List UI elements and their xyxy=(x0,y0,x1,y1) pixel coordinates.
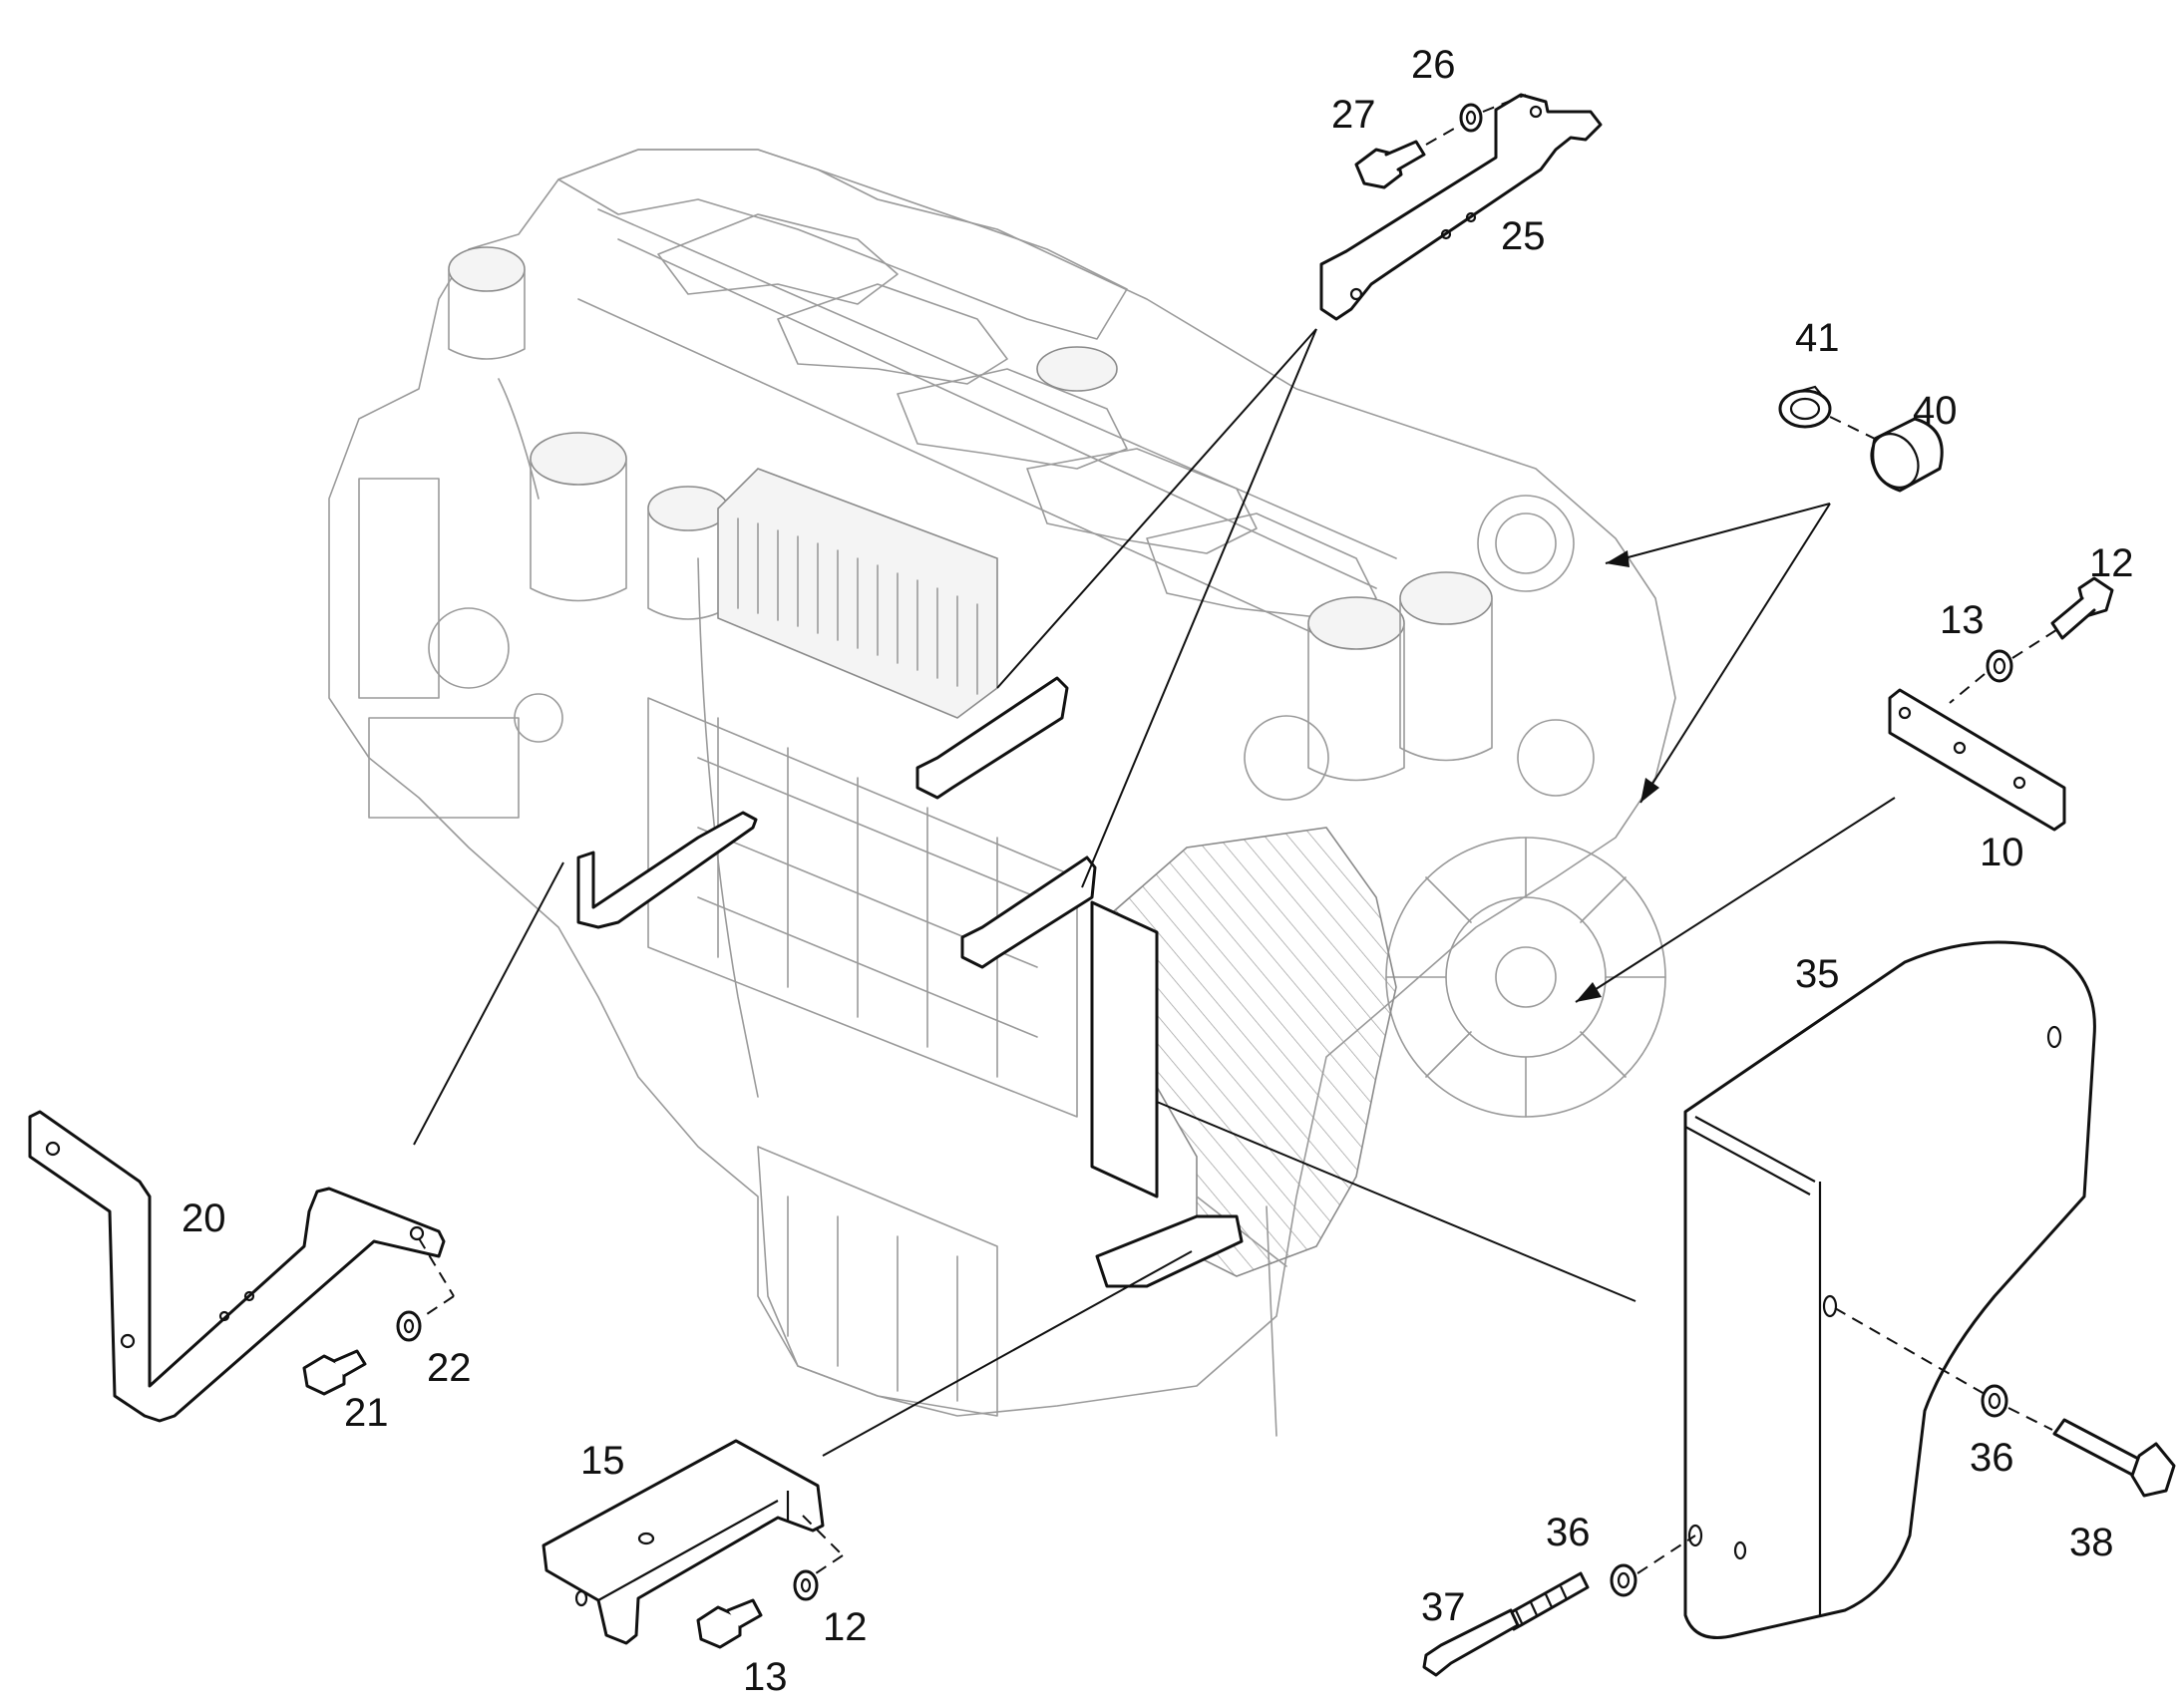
shield-35-installed xyxy=(1090,900,1159,1198)
assembly-axis xyxy=(2011,627,2060,659)
washer-13-right xyxy=(1986,649,2013,683)
bracket-15-installed xyxy=(1095,1214,1244,1288)
callout-13-bottom: 13 xyxy=(743,1655,788,1699)
callout-12-right: 12 xyxy=(2089,541,2134,585)
bracket-25 xyxy=(1319,93,1603,321)
callout-21: 21 xyxy=(344,1391,389,1435)
callout-26: 26 xyxy=(1411,43,1456,87)
arrow-head xyxy=(1640,778,1659,803)
leader-lines xyxy=(413,328,1896,1457)
callout-38: 38 xyxy=(2069,1521,2114,1564)
washer-36-right xyxy=(1981,1384,2008,1418)
bolt-13-bottom xyxy=(696,1598,763,1649)
assembly-axis xyxy=(1829,416,1876,440)
callout-35: 35 xyxy=(1795,952,1840,996)
assembly-axis xyxy=(1636,1535,1696,1574)
washer-12-bottom xyxy=(793,1569,819,1601)
callout-27: 27 xyxy=(1331,93,1376,137)
cap-40 xyxy=(1870,417,1944,493)
assembly-axis xyxy=(2007,1407,2053,1431)
washer-36-left xyxy=(1610,1563,1637,1597)
assembly-axis xyxy=(418,1237,455,1297)
arrow-head xyxy=(1576,982,1602,1002)
callout-12-bottom: 12 xyxy=(823,1605,868,1649)
callout-25: 25 xyxy=(1501,214,1546,258)
bracket-15 xyxy=(542,1439,825,1645)
plate-10 xyxy=(1888,688,2066,832)
bolt-38 xyxy=(2052,1418,2176,1498)
assembly-axis xyxy=(815,1554,844,1574)
callout-20: 20 xyxy=(182,1196,226,1240)
callout-15: 15 xyxy=(580,1439,625,1483)
callout-40: 40 xyxy=(1913,389,1958,433)
callout-41: 41 xyxy=(1795,316,1840,360)
bolt-37 xyxy=(1422,1571,1590,1677)
bolt-12-right xyxy=(2050,576,2114,640)
assembly-axis xyxy=(802,1515,844,1556)
ecu-fins xyxy=(737,517,978,695)
callout-labels: 26 27 25 41 40 12 13 10 35 20 22 21 15 1… xyxy=(182,43,2134,1699)
assembly-axis xyxy=(420,1295,455,1319)
callout-36-right: 36 xyxy=(1970,1436,2014,1480)
callout-37: 37 xyxy=(1421,1585,1466,1629)
assembly-axis xyxy=(1949,673,1986,704)
callout-10: 10 xyxy=(1980,831,2024,874)
assembly-axis xyxy=(1482,94,1527,113)
clamp-41 xyxy=(1778,385,1832,429)
callout-13-right: 13 xyxy=(1940,598,1985,642)
bracket-25-installed xyxy=(915,676,1097,969)
engine-block xyxy=(328,149,1676,1437)
shield-35 xyxy=(1683,940,2096,1639)
assembly-axis xyxy=(1834,1307,1986,1395)
arrow-head xyxy=(1606,550,1630,567)
callout-36-left: 36 xyxy=(1546,1511,1591,1554)
washer-22 xyxy=(396,1310,422,1342)
bolt-21 xyxy=(302,1349,367,1396)
callout-22: 22 xyxy=(427,1346,472,1390)
bolt-27 xyxy=(1354,140,1426,189)
bracket-20 xyxy=(28,1110,446,1423)
assembly-axis xyxy=(1425,124,1462,146)
bracket-20-installed xyxy=(576,811,758,929)
washer-26 xyxy=(1459,103,1483,133)
